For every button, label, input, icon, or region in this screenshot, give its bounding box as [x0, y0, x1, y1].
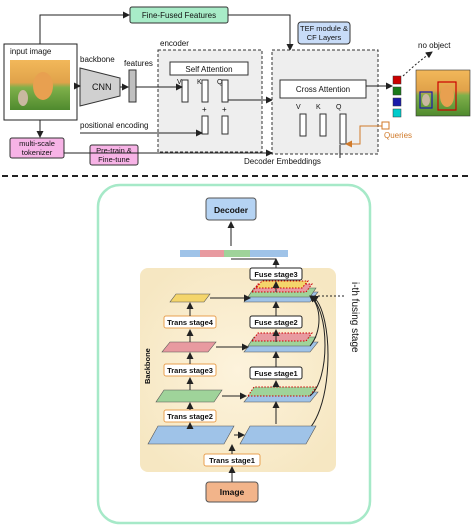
token-segment-2	[200, 250, 224, 257]
fuse-stack-3	[243, 280, 319, 303]
class-color-legend	[392, 75, 402, 118]
output-box-blue	[419, 91, 433, 109]
encoder-k-label: K	[197, 79, 202, 86]
decoder-v-token	[299, 113, 307, 137]
backbone-layer-blue	[147, 425, 235, 445]
ith-fusing-stage-label: i-th fusing stage	[349, 282, 360, 353]
decoder-k-label: K	[316, 104, 321, 111]
encoder-plus-2: +	[222, 105, 227, 114]
encoder-feature-token-1	[201, 115, 209, 135]
tokenizer-to-decoder-line	[63, 149, 273, 157]
token-segment-1	[180, 250, 200, 257]
encoder-q-label: Q	[217, 79, 223, 86]
backbone-layer-yellow	[169, 293, 211, 303]
input-to-finefused-line	[39, 11, 130, 44]
self-attention-label: Self Attention	[185, 65, 232, 74]
class-swatch-4	[392, 108, 402, 118]
tef-box	[297, 21, 351, 45]
queries-label: Queries	[384, 131, 412, 140]
encoder-feature-token-2	[221, 115, 229, 135]
trans-stage3-label: Trans stage3	[167, 366, 213, 375]
multiscale-label-line2: tokenizer	[22, 148, 53, 157]
output-dog-picture	[440, 85, 454, 107]
encoder-plus-1: +	[202, 105, 207, 114]
features-bar	[128, 69, 137, 103]
queries-to-q-line	[345, 125, 382, 148]
fusing-curve-3	[309, 295, 320, 347]
no-object-arrow	[402, 51, 433, 77]
encoder-k-token	[201, 79, 209, 103]
finefused-to-decoder-line	[228, 14, 294, 51]
cross-attention-label: Cross Attention	[296, 85, 350, 94]
tef-label-line2: CF Layers	[307, 33, 342, 42]
decoder-q-label: Q	[336, 104, 342, 111]
output-rabbit-picture	[422, 94, 430, 106]
pretrain-label-line1: Pre-train &	[96, 146, 132, 155]
input-image-label: input image	[10, 47, 52, 56]
token-segment-3	[224, 250, 250, 257]
encoder-v-token	[181, 79, 189, 103]
encoder-v-label: V	[177, 79, 182, 86]
decoder-embeddings-label: Decoder Embeddings	[244, 157, 321, 166]
decoder-q-token	[339, 113, 347, 145]
trans-stage2-label: Trans stage2	[167, 412, 213, 421]
trans-stage1-label: Trans stage1	[209, 456, 255, 465]
token-segment-4	[250, 250, 288, 257]
fuse-stage3-box	[249, 267, 303, 281]
fuse-stage3-label: Fuse stage3	[254, 270, 297, 279]
pretrain-box	[89, 144, 139, 166]
image-block-label: Image	[220, 487, 245, 497]
dog-picture	[33, 72, 53, 100]
decoder-box	[271, 49, 379, 155]
query-token	[381, 121, 390, 130]
tef-label-line1: TEF module &	[300, 24, 348, 33]
multiscale-tokenizer-box	[9, 137, 65, 159]
fuse-stack-2	[243, 332, 319, 353]
class-swatch-1	[392, 75, 402, 85]
features-label: features	[124, 59, 153, 68]
multiscale-label-line1: multi-scale	[19, 139, 55, 148]
positional-encoding-label: positional encoding	[80, 121, 149, 130]
token-strip	[180, 250, 288, 257]
cnn-label: CNN	[92, 82, 112, 92]
encoder-label: encoder	[160, 39, 189, 48]
decoder-block	[205, 197, 257, 221]
cross-attention-box	[279, 79, 367, 99]
pretrain-label-line2: Fine-tune	[98, 155, 130, 164]
fuse3-layer-yellow	[254, 280, 310, 289]
encoder-q-token	[221, 79, 229, 103]
class-swatch-2	[392, 86, 402, 96]
no-object-label: no object	[418, 41, 451, 50]
top-overview: input image backbone CNN features Fine-F…	[3, 6, 471, 166]
class-swatch-3	[392, 97, 402, 107]
fuse-stack-1	[243, 386, 319, 403]
decoder-block-label: Decoder	[214, 205, 249, 215]
output-box-red	[437, 81, 457, 111]
fuse2-layer-red	[251, 332, 313, 342]
backbone-label: backbone	[80, 55, 115, 64]
decoder-v-label: V	[296, 104, 301, 111]
trans-stage4-label: Trans stage4	[167, 318, 214, 327]
cnn-block	[79, 67, 121, 107]
fusion-base-layer-blue	[239, 425, 317, 445]
rabbit-picture	[18, 90, 28, 106]
backbone-layer-red	[161, 341, 217, 353]
backbone-vertical-label: Backbone	[143, 348, 152, 384]
fuse-stage1-label: Fuse stage1	[254, 369, 297, 378]
self-attention-box	[169, 61, 249, 76]
fuse1-layer-green	[247, 386, 317, 397]
fuse-stage2-label: Fuse stage2	[254, 318, 297, 327]
bottom-fusion-detail: Decoder Fuse stage3 Fuse stage2 Fuse sta…	[96, 183, 372, 525]
backbone-layer-green	[155, 389, 223, 403]
fine-fused-label: Fine-Fused Features	[142, 11, 216, 20]
decoder-k-token	[319, 113, 327, 137]
